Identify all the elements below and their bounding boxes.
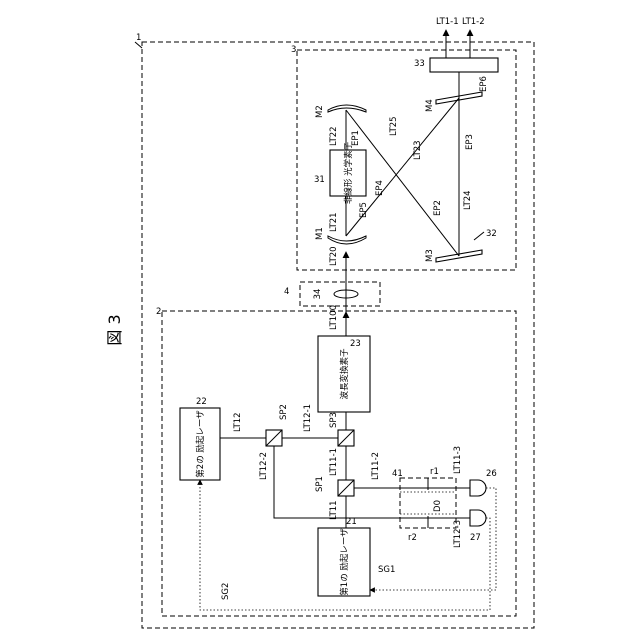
ep6-label: EP6 [479, 76, 489, 92]
ref-41: 41 [392, 469, 403, 479]
lt12-2-label: LT12-2 [259, 452, 269, 480]
lt1-1-label: LT1-1 [436, 17, 459, 27]
sg2-label: SG2 [221, 583, 231, 600]
optical-element-33-ref: 33 [414, 59, 425, 69]
lt12-label: LT12 [233, 412, 243, 432]
sp3-label: SP3 [329, 412, 339, 428]
ref-32: 32 [486, 229, 497, 239]
lt1-2-label: LT1-2 [462, 17, 485, 27]
lt11-1-label: LT11-1 [329, 448, 339, 476]
sp1-label: SP1 [315, 476, 325, 492]
lt24-label: LT24 [463, 190, 473, 210]
ep1-label: EP1 [351, 130, 361, 146]
figure-caption: 図 3 [105, 314, 124, 345]
laser1-text: 第1の 励起レーザ [339, 528, 350, 596]
lt25-label: LT25 [389, 116, 399, 136]
unit2-ref: 2 [156, 307, 161, 317]
sensor-26-ref: 26 [486, 469, 497, 479]
r1-label: r1 [430, 467, 439, 477]
lt20-label: LT20 [329, 246, 339, 266]
sensor-27 [470, 510, 486, 526]
splitter-sp1 [338, 480, 354, 496]
wavelength-converter-ref: 23 [350, 339, 361, 349]
lt22-label: LT22 [329, 126, 339, 146]
optical-element-33 [430, 58, 498, 72]
d0-label: D0 [433, 500, 443, 512]
laser2-ref: 22 [196, 397, 207, 407]
ep4-label: EP4 [375, 180, 385, 196]
lt100-label: LT100 [329, 305, 339, 330]
system-ref: 1 [136, 33, 141, 43]
unit4-ref: 4 [284, 287, 289, 297]
sensor-27-ref: 27 [470, 533, 481, 543]
ep2-label: EP2 [433, 200, 443, 216]
m3-label: M3 [425, 249, 435, 262]
lt11-label: LT11 [329, 500, 339, 520]
lt12-1-label: LT12-1 [303, 404, 313, 432]
lt11-2-label: LT11-2 [371, 452, 381, 480]
m2-label: M2 [315, 105, 325, 118]
unit4-frame [300, 282, 380, 306]
splitter-sp2 [266, 430, 282, 446]
lt23-label: LT23 [413, 140, 423, 160]
wavelength-converter-text: 波長変換素子 [339, 348, 350, 400]
lens-ref: 34 [313, 289, 323, 300]
r2-label: r2 [408, 533, 417, 543]
ep5-label: EP5 [359, 202, 369, 218]
lt11-3-label: LT11-3 [453, 446, 463, 474]
sp2-label: SP2 [279, 404, 289, 420]
nonlinear-element-ref: 31 [314, 175, 325, 185]
splitter-sp3 [338, 430, 354, 446]
sg1-label: SG1 [378, 565, 395, 575]
lt12-3-label: LT12-3 [453, 520, 463, 548]
sensor-26 [470, 480, 486, 496]
lt21-label: LT21 [329, 212, 339, 232]
ep3-label: EP3 [465, 134, 475, 150]
laser2-text: 第2の 励起レーザ [195, 410, 206, 478]
m1-label: M1 [315, 227, 325, 240]
mirror-m1 [328, 236, 366, 244]
nonlinear-element-text: 非線形 光学素子 [343, 141, 354, 204]
unit3-ref: 3 [291, 45, 296, 55]
m4-label: M4 [425, 99, 435, 112]
